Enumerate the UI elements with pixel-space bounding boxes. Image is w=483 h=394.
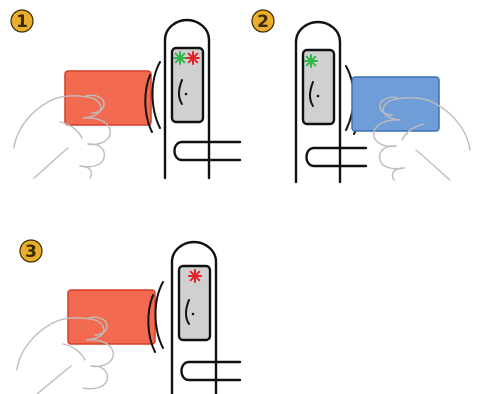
reader-panel: [301, 48, 336, 126]
handle-icon: [305, 146, 368, 168]
hand-icon: [16, 316, 114, 394]
door-lock-icon: [294, 20, 368, 184]
reader-dot: [316, 94, 320, 98]
badge-circle: [10, 9, 34, 33]
step-number: 3: [25, 242, 37, 262]
badge-circle: [19, 239, 43, 263]
handle-icon: [173, 140, 242, 162]
step-badge: 2: [251, 9, 275, 33]
step-1: 1: [10, 9, 242, 180]
red-card-icon: [64, 70, 152, 126]
reader-mark: [309, 81, 314, 107]
step-number: 1: [16, 12, 28, 32]
reader-mark: [178, 79, 183, 105]
reader-panel: [170, 46, 205, 124]
led-green-icon: [304, 54, 318, 68]
door-lock-icon: [144, 18, 242, 180]
step-2: 2: [251, 9, 471, 184]
reader-dot: [184, 92, 188, 96]
hand-icon: [373, 96, 471, 181]
signal-arc: [154, 281, 164, 349]
led-red-icon: [188, 269, 202, 283]
signal-arc-outer: [144, 74, 153, 133]
signal-arc: [151, 61, 161, 129]
blue-card-icon: [351, 76, 440, 132]
step-3: 3: [16, 239, 242, 394]
step-badge: 3: [19, 239, 43, 263]
badge-circle: [251, 9, 275, 33]
step-badge: 1: [10, 9, 34, 33]
door-lock-icon: [147, 240, 242, 394]
reader-dot: [191, 312, 195, 316]
step-number: 2: [257, 12, 269, 32]
led-green-icon: [173, 51, 187, 65]
signal-arc-outer: [147, 294, 156, 353]
led-red-icon: [186, 51, 200, 65]
red-card-icon: [67, 289, 156, 345]
handle-icon: [180, 360, 242, 382]
reader-mark: [185, 299, 190, 325]
hand-icon: [13, 94, 111, 179]
